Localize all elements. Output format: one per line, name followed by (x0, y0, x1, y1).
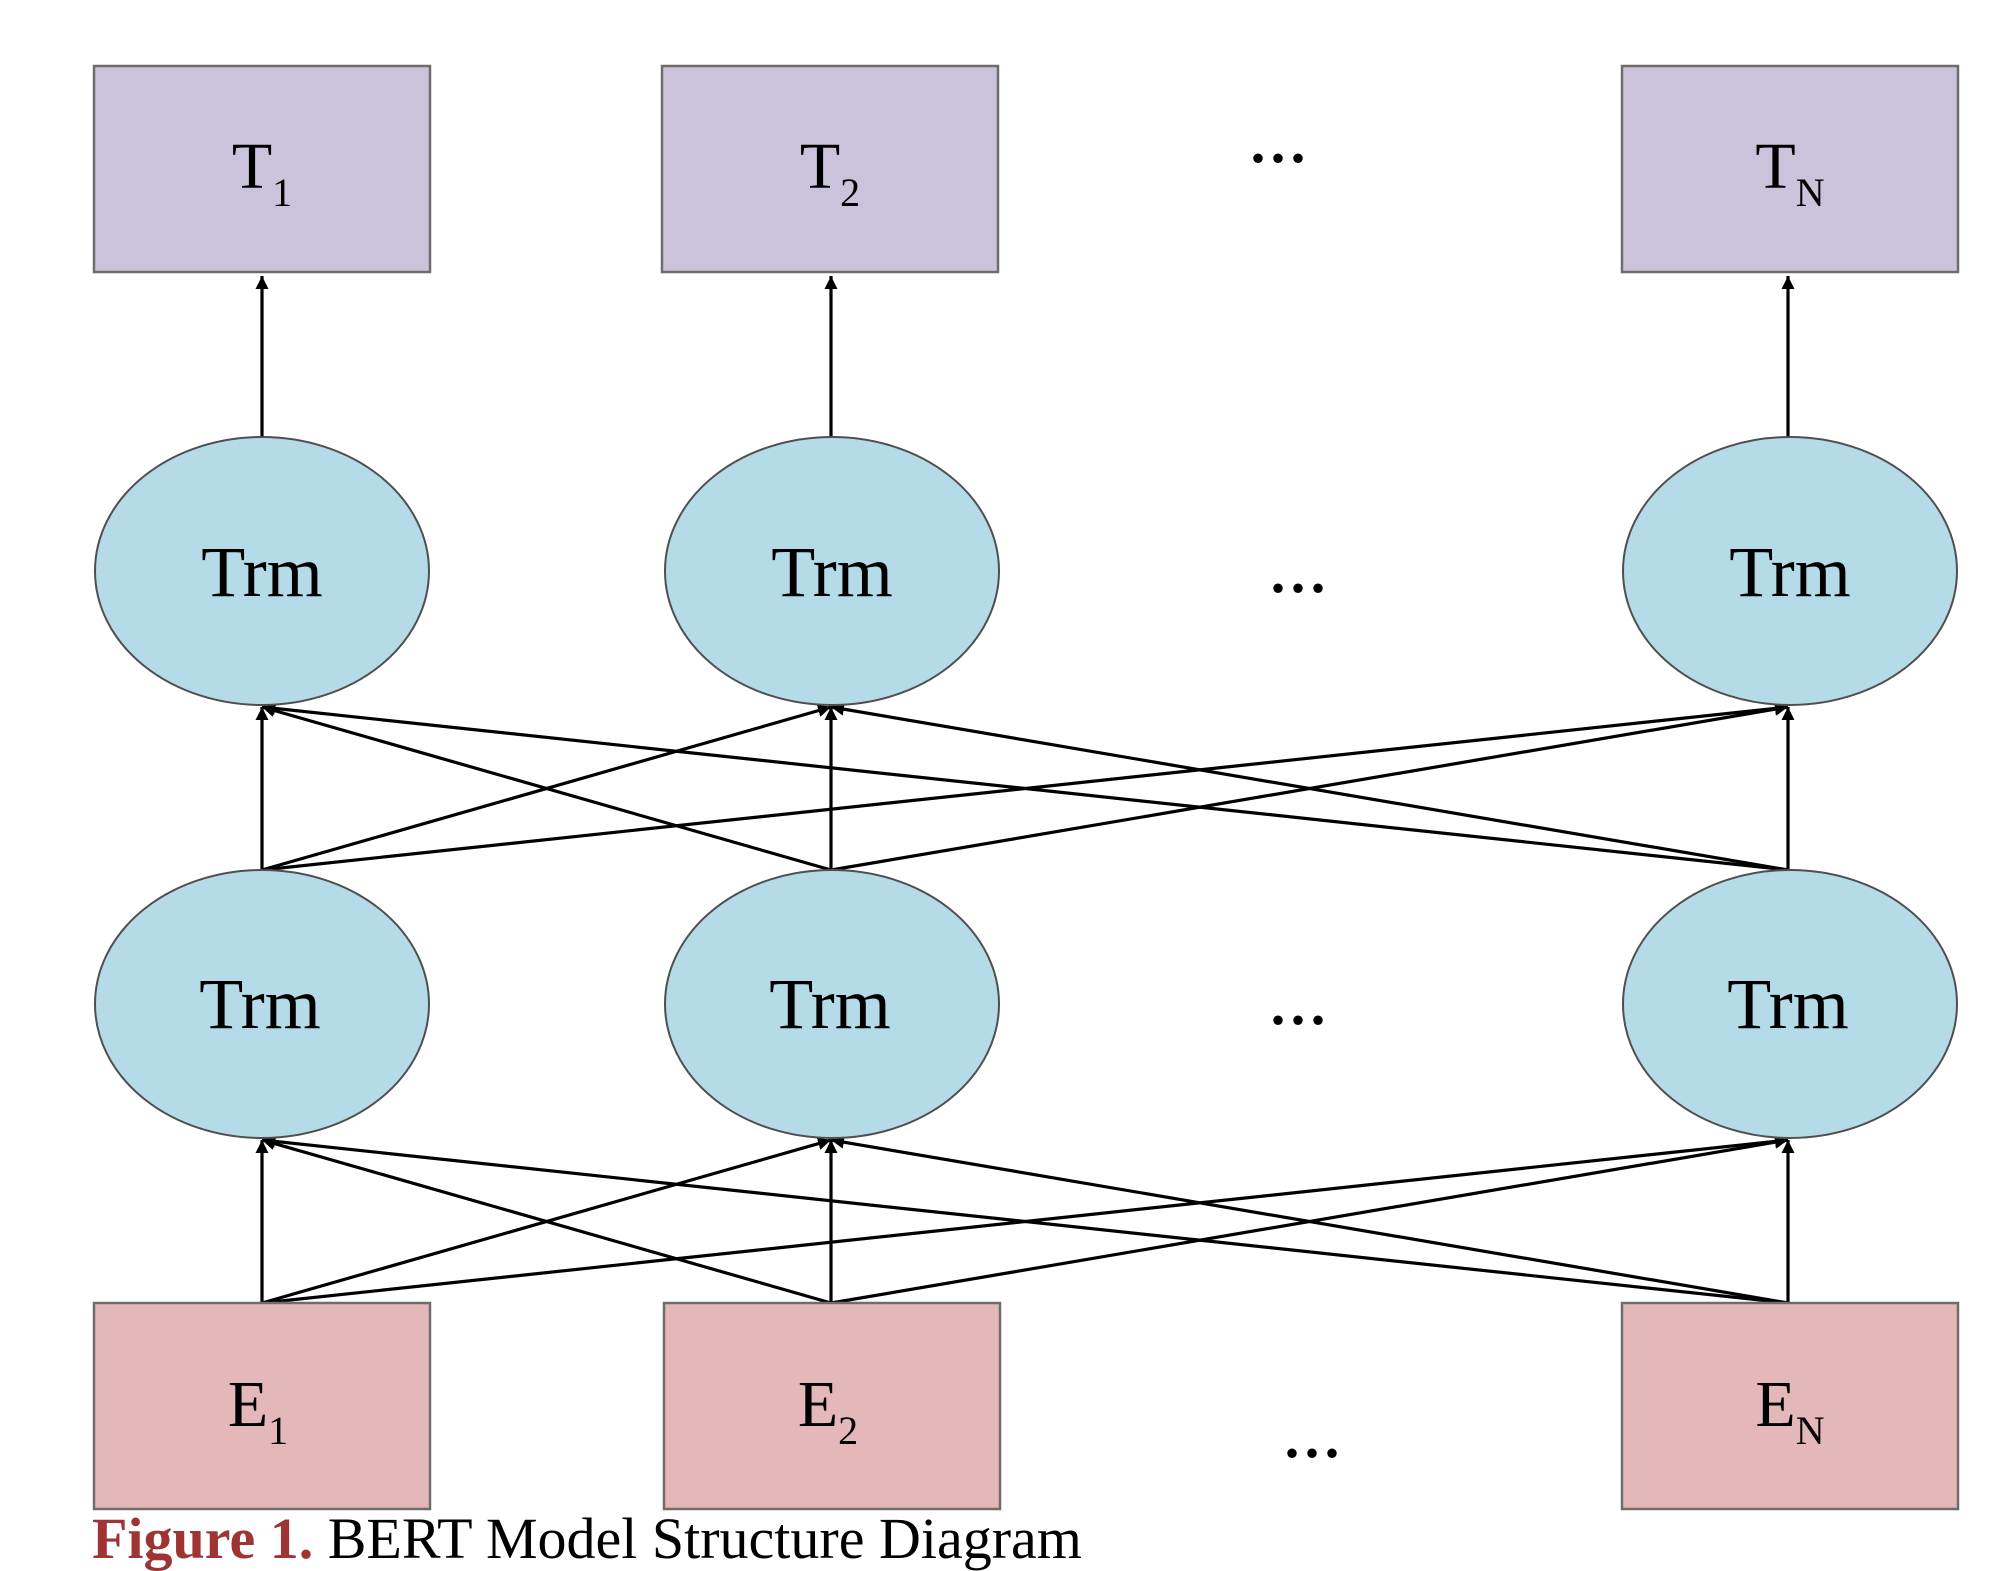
edge-input-2-to-trm-bot-1 (261, 1137, 832, 1305)
input-1-base: E (228, 1368, 268, 1441)
input-1-sub: 1 (268, 1408, 288, 1453)
trm-top-2-label: Trm (771, 532, 892, 612)
output-row: T1 T2 ... TN (92, 64, 1960, 274)
edge-trm-bot-3-to-trm-top-1 (261, 701, 1789, 872)
figure-caption: Figure 1. BERT Model Structure Diagram (92, 1510, 1082, 1568)
output-box-3: TN (1620, 64, 1960, 274)
input-box-2: E2 (662, 1301, 1002, 1511)
input-2-sub: 2 (838, 1408, 858, 1453)
input-box-3: EN (1620, 1301, 1960, 1511)
trm-bottom-2-label: Trm (769, 964, 890, 1044)
edge-input-3-to-trm-bot-2 (830, 1135, 1789, 1305)
trm-node-top-3: Trm (1622, 436, 1958, 706)
svg-text:T1: T1 (232, 130, 292, 215)
trm-node-bottom-1: Trm (94, 869, 430, 1139)
output-2-sub: 2 (840, 170, 860, 215)
input-3-base: E (1755, 1368, 1795, 1441)
edge-input-3-to-trm-bot-1 (261, 1134, 1789, 1305)
trm-bottom-ellipsis: ... (1268, 954, 1328, 1042)
input-2-base: E (798, 1368, 838, 1441)
trm-node-top-1: Trm (94, 436, 430, 706)
trm-node-bottom-3: Trm (1622, 869, 1958, 1139)
output-box-1: T1 (92, 64, 432, 274)
input-row: E1 E2 ... EN (92, 1301, 1960, 1511)
output-box-2: T2 (660, 64, 1000, 274)
input-box-1: E1 (92, 1301, 432, 1511)
trm-top-ellipsis: ... (1268, 522, 1328, 610)
output-2-base: T (800, 130, 840, 203)
output-3-base: T (1755, 130, 1795, 203)
trm-node-bottom-2: Trm (664, 869, 1000, 1139)
output-3-sub: N (1796, 170, 1825, 215)
output-ellipsis: ... (1248, 92, 1308, 180)
svg-text:E2: E2 (798, 1368, 858, 1453)
trm-node-top-2: Trm (664, 436, 1000, 706)
trm-top-1-label: Trm (201, 532, 322, 612)
transformer-layer-bottom: Trm Trm ... Trm (94, 869, 1958, 1139)
svg-text:TN: TN (1755, 130, 1824, 215)
edge-trm-bot-2-to-trm-top-1 (261, 704, 832, 872)
figure-caption-text: BERT Model Structure Diagram (327, 1506, 1082, 1571)
trm-bottom-1-label: Trm (199, 964, 320, 1044)
svg-text:EN: EN (1755, 1368, 1824, 1453)
edges (255, 276, 1795, 1305)
svg-text:E1: E1 (228, 1368, 288, 1453)
edge-trm-bot-3-to-trm-top-2 (830, 702, 1789, 872)
input-ellipsis: ... (1282, 1387, 1342, 1475)
output-1-base: T (232, 130, 272, 203)
output-1-sub: 1 (272, 170, 292, 215)
svg-text:T2: T2 (800, 130, 860, 215)
figure-caption-label: Figure 1. (92, 1506, 314, 1571)
input-3-sub: N (1796, 1408, 1825, 1453)
transformer-layer-top: Trm Trm ... Trm (94, 436, 1958, 706)
trm-top-3-label: Trm (1729, 532, 1850, 612)
trm-bottom-3-label: Trm (1727, 964, 1848, 1044)
